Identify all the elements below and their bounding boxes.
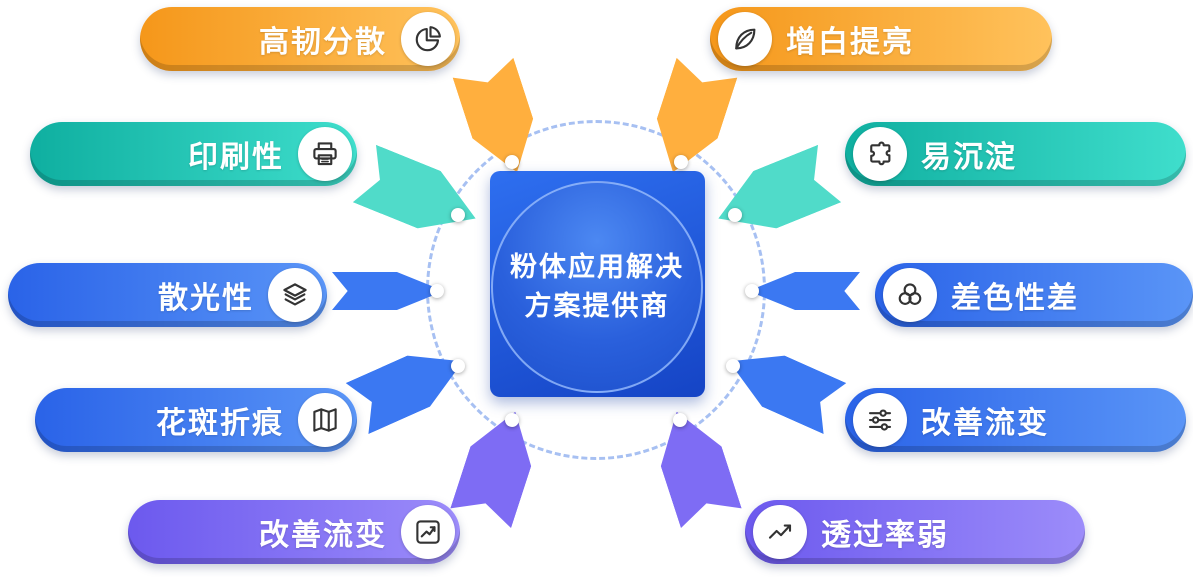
pill-left-1-label: 高韧分散 — [259, 26, 387, 59]
center-title-line1: 粉体应用解决 — [510, 251, 684, 282]
pill-left-3: 散光性 — [8, 263, 327, 327]
pill-right-1: 增白提亮 — [710, 7, 1052, 71]
center-badge: 粉体应用解决 方案提供商 — [491, 181, 703, 393]
connector-dot — [451, 359, 465, 373]
pill-right-4-label: 改善流变 — [921, 407, 1049, 440]
pie-chart-icon — [401, 12, 455, 66]
connector-dot — [674, 155, 688, 169]
connector-dot — [745, 284, 759, 298]
map-icon — [298, 393, 352, 447]
pill-left-4-label: 花斑折痕 — [156, 407, 284, 440]
pill-right-3: 差色性差 — [875, 263, 1193, 327]
connector-dot — [728, 208, 742, 222]
sliders-icon — [853, 393, 907, 447]
pill-right-3-label: 差色性差 — [951, 282, 1079, 315]
print-icon — [298, 127, 352, 181]
layers-icon — [268, 268, 322, 322]
pill-left-1: 高韧分散 — [140, 7, 460, 71]
pill-right-5: 透过率弱 — [745, 500, 1085, 564]
pill-right-2: 易沉淀 — [845, 122, 1186, 186]
puzzle-icon — [853, 127, 907, 181]
pill-right-1-label: 增白提亮 — [786, 26, 914, 59]
pill-left-3-label: 散光性 — [158, 282, 254, 315]
chart-arrow-icon — [401, 505, 455, 559]
center-title-line2: 方案提供商 — [524, 291, 670, 321]
connector-dot — [726, 359, 740, 373]
connector-dot — [451, 208, 465, 222]
pill-left-5-label: 改善流变 — [259, 519, 387, 552]
pill-right-2-label: 易沉淀 — [921, 141, 1017, 174]
connector-dot — [673, 413, 687, 427]
pill-left-4: 花斑折痕 — [35, 388, 357, 452]
color-circles-icon — [883, 268, 937, 322]
pill-right-4: 改善流变 — [845, 388, 1186, 452]
pill-left-2: 印刷性 — [30, 122, 357, 186]
trend-line-icon — [753, 505, 807, 559]
connector-dot — [430, 284, 444, 298]
connector-dot — [505, 413, 519, 427]
pill-right-5-label: 透过率弱 — [821, 519, 949, 552]
connector-dot — [505, 155, 519, 169]
pill-left-5: 改善流变 — [128, 500, 460, 564]
pill-left-2-label: 印刷性 — [188, 141, 284, 174]
leaf-icon — [718, 12, 772, 66]
